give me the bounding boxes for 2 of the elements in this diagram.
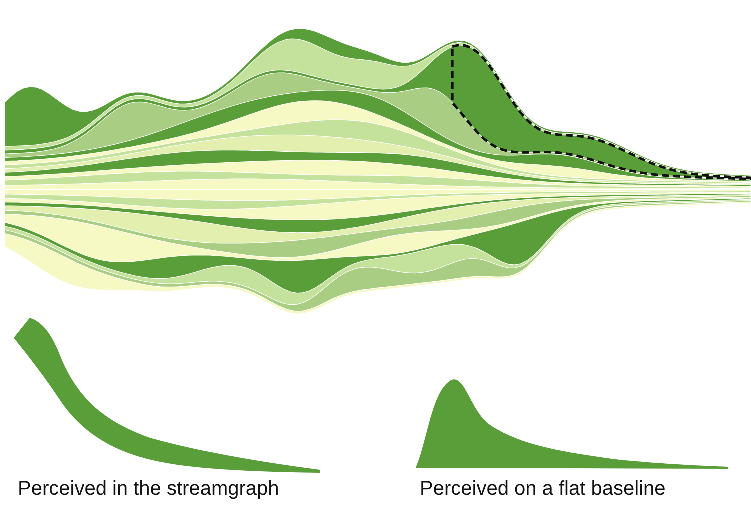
caption: Perceived in the streamgraph [18,478,280,501]
caption: Perceived on a flat baseline [420,478,666,501]
